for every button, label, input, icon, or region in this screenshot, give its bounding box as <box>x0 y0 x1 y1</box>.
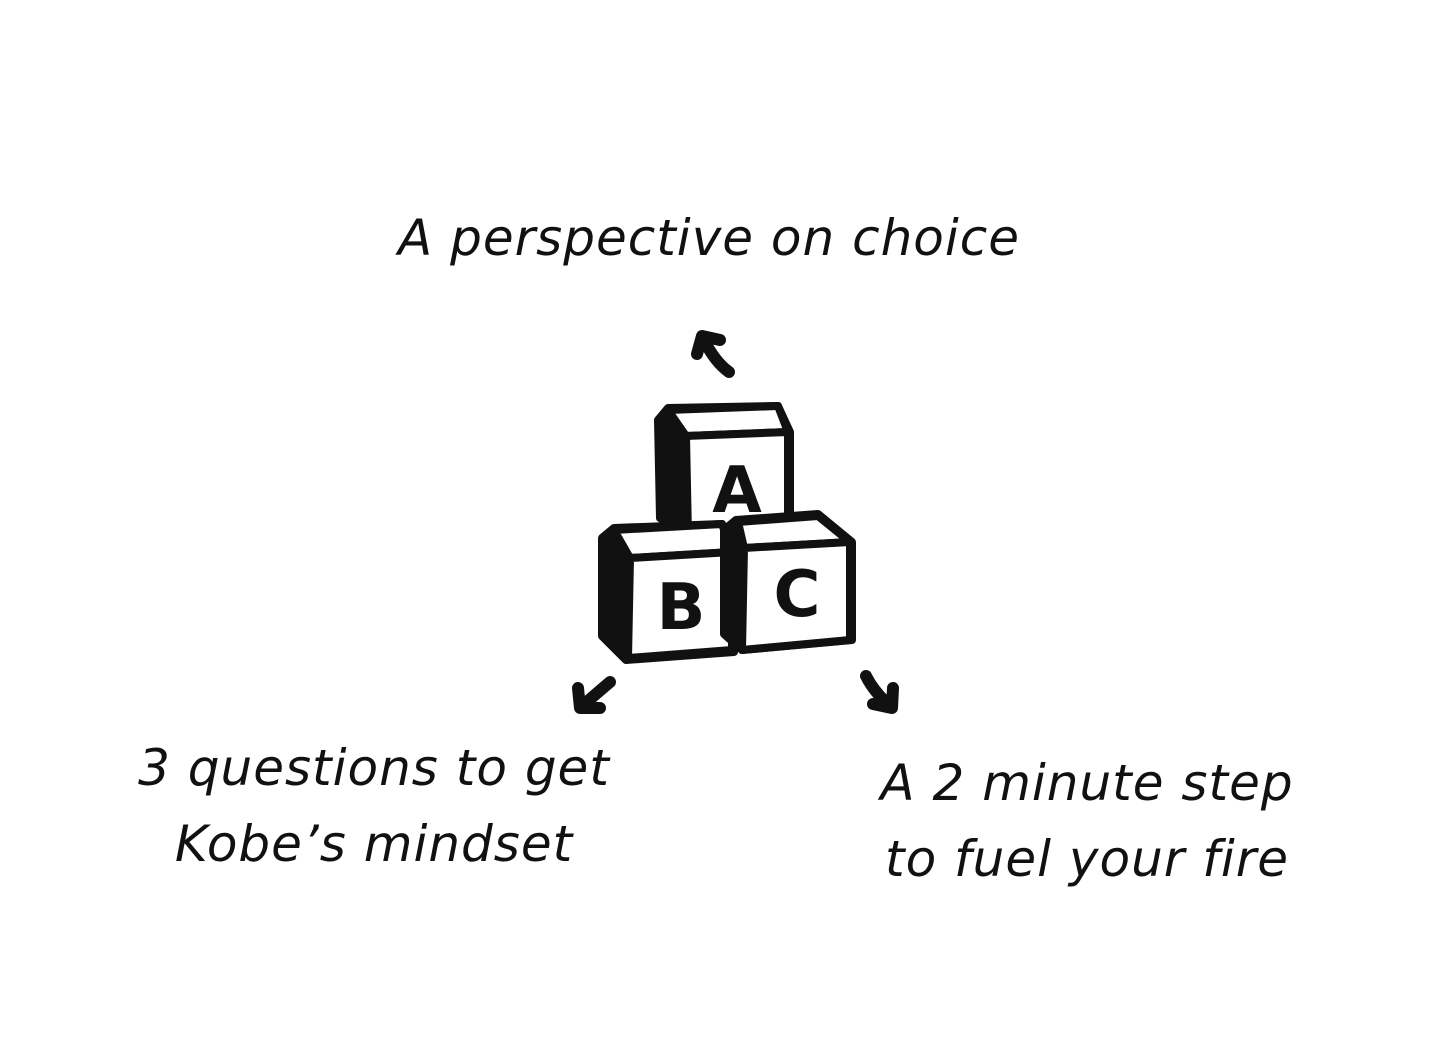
branch-label-line: A 2 minute step <box>880 754 1294 812</box>
arrow-down-right-icon <box>860 670 899 714</box>
arrow-down-left-icon <box>572 676 616 714</box>
branch-label-line: Kobe’s mindset <box>174 815 574 873</box>
branch-label-choice: A perspective on choice <box>398 206 1020 270</box>
branch-label-fire: A 2 minute step to fuel your fire <box>862 745 1312 897</box>
branch-label-line: A perspective on choice <box>398 209 1021 267</box>
branch-label-line: 3 questions to get <box>138 739 610 797</box>
branch-label-line: to fuel your fire <box>884 830 1290 888</box>
block-b <box>598 520 738 664</box>
block-c <box>720 510 856 654</box>
block-letter-a: A <box>712 454 762 528</box>
branch-label-kobe: 3 questions to get Kobe’s mindset <box>104 730 644 882</box>
arrow-up-left-icon <box>691 330 735 378</box>
block-letter-b: B <box>657 571 706 645</box>
abc-blocks-icon <box>598 402 856 664</box>
block-letter-c: C <box>774 558 821 632</box>
